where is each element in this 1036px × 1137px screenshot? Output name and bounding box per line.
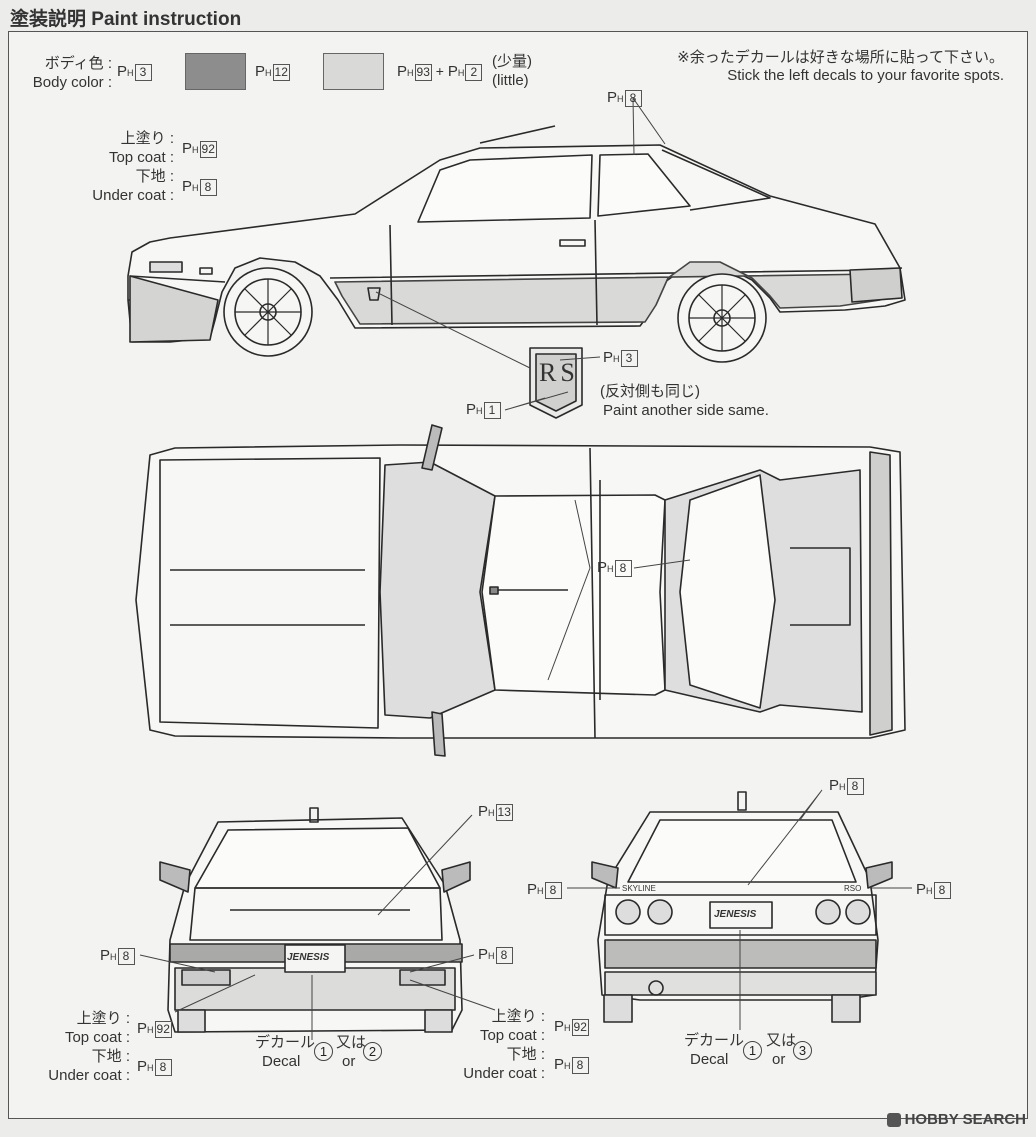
side-view-car — [127, 125, 906, 363]
front-decal-b: 2 — [363, 1042, 382, 1061]
front-decal-jp: デカール — [255, 1034, 316, 1051]
front-right-undercoat-jp: 下地 : — [506, 1046, 545, 1063]
rear-decal-a: 1 — [743, 1041, 762, 1060]
rear-decal-b: 3 — [793, 1041, 812, 1060]
little-label-en: (little) — [492, 72, 529, 89]
rear-or-en: or — [772, 1051, 786, 1068]
front-or-jp: 又は — [336, 1034, 367, 1051]
hobby-search-icon — [886, 1113, 901, 1128]
rear-or-jp: 又は — [766, 1032, 797, 1049]
top-view-car — [135, 424, 906, 757]
rs-emblem-text: RS — [539, 358, 579, 387]
rear-decal-jp: デカール — [684, 1032, 745, 1049]
front-undercoat-jp: 下地 : — [91, 1048, 130, 1065]
side-undercoat-en: Under coat : — [92, 187, 174, 204]
body-color-swatch-light — [323, 53, 384, 90]
body-color-label-en: Body color : — [32, 74, 112, 91]
same-side-en: Paint another side same. — [603, 402, 769, 419]
decal-note-jp: ※余ったデカールは好きな場所に貼って下さい。 — [677, 49, 1004, 66]
page-title: 塗装説明 Paint instruction — [10, 9, 242, 30]
front-plate-text: JENESIS — [287, 952, 330, 963]
rear-skyline-text: SKYLINE — [622, 884, 656, 893]
rear-decal-en: Decal — [690, 1051, 729, 1068]
body-color-label-jp: ボディ色 : — [44, 55, 112, 72]
side-topcoat-jp: 上塗り : — [120, 130, 174, 147]
rear-rso-text: RSO — [844, 884, 862, 893]
body-color-swatch-dark — [185, 53, 246, 90]
front-right-topcoat-en: Top coat : — [479, 1027, 545, 1044]
front-topcoat-en: Top coat : — [64, 1029, 130, 1046]
front-or-en: or — [342, 1053, 356, 1070]
rear-plate-text: JENESIS — [714, 909, 757, 920]
same-side-jp: (反対側も同じ) — [600, 383, 700, 400]
front-decal-a: 1 — [314, 1042, 333, 1061]
front-undercoat-en: Under coat : — [48, 1067, 130, 1084]
hobby-search-logo: HOBBY SEARCH — [886, 1111, 1026, 1128]
little-label-jp: (少量) — [492, 53, 532, 70]
front-decal-en: Decal — [262, 1053, 301, 1070]
front-view-car — [159, 807, 471, 1033]
front-topcoat-jp: 上塗り : — [76, 1010, 130, 1027]
front-right-topcoat-jp: 上塗り : — [491, 1008, 545, 1025]
front-right-undercoat-en: Under coat : — [463, 1065, 545, 1082]
decal-note-en: Stick the left decals to your favorite s… — [727, 67, 1004, 84]
rear-view-car — [591, 791, 893, 1023]
side-undercoat-jp: 下地 : — [135, 168, 174, 185]
side-topcoat-en: Top coat : — [108, 149, 174, 166]
rs-emblem — [529, 347, 583, 419]
